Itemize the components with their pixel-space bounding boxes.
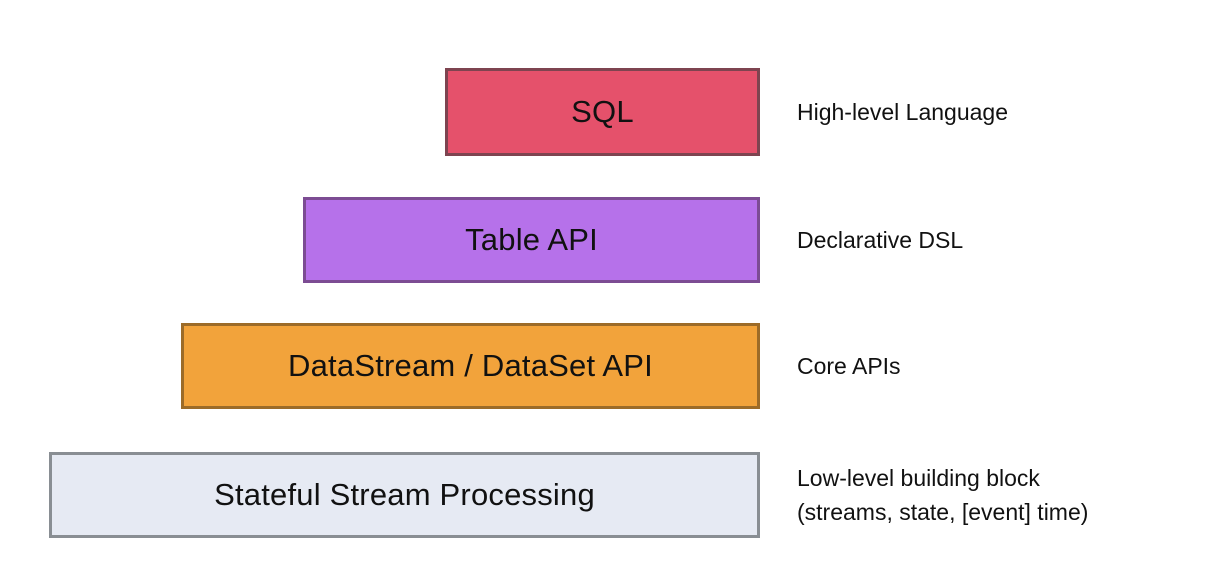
layer-datastream-dataset-label: DataStream / DataSet API bbox=[288, 348, 653, 383]
description-line: Declarative DSL bbox=[797, 227, 964, 253]
description-line: Core APIs bbox=[797, 353, 901, 379]
layer-stateful-stream-processing-bar: Stateful Stream Processing bbox=[49, 452, 760, 538]
layer-table-api-label: Table API bbox=[465, 222, 598, 257]
layer-table-api-bar: Table API bbox=[303, 197, 760, 283]
layer-stateful-stream-processing-label: Stateful Stream Processing bbox=[214, 477, 595, 512]
description-line: Low-level building block bbox=[797, 465, 1040, 491]
layer-sql-bar: SQL bbox=[445, 68, 760, 156]
layer-table-api-description: Declarative DSL bbox=[797, 197, 963, 283]
layer-sql-label: SQL bbox=[571, 94, 634, 129]
description-line: (streams, state, [event] time) bbox=[797, 499, 1089, 525]
layer-datastream-dataset-bar: DataStream / DataSet API bbox=[181, 323, 760, 409]
layer-stateful-stream-processing-description: Low-level building block (streams, state… bbox=[797, 452, 1088, 538]
layer-sql-description: High-level Language bbox=[797, 68, 1008, 156]
layer-datastream-dataset-description: Core APIs bbox=[797, 323, 901, 409]
description-line: High-level Language bbox=[797, 99, 1008, 125]
